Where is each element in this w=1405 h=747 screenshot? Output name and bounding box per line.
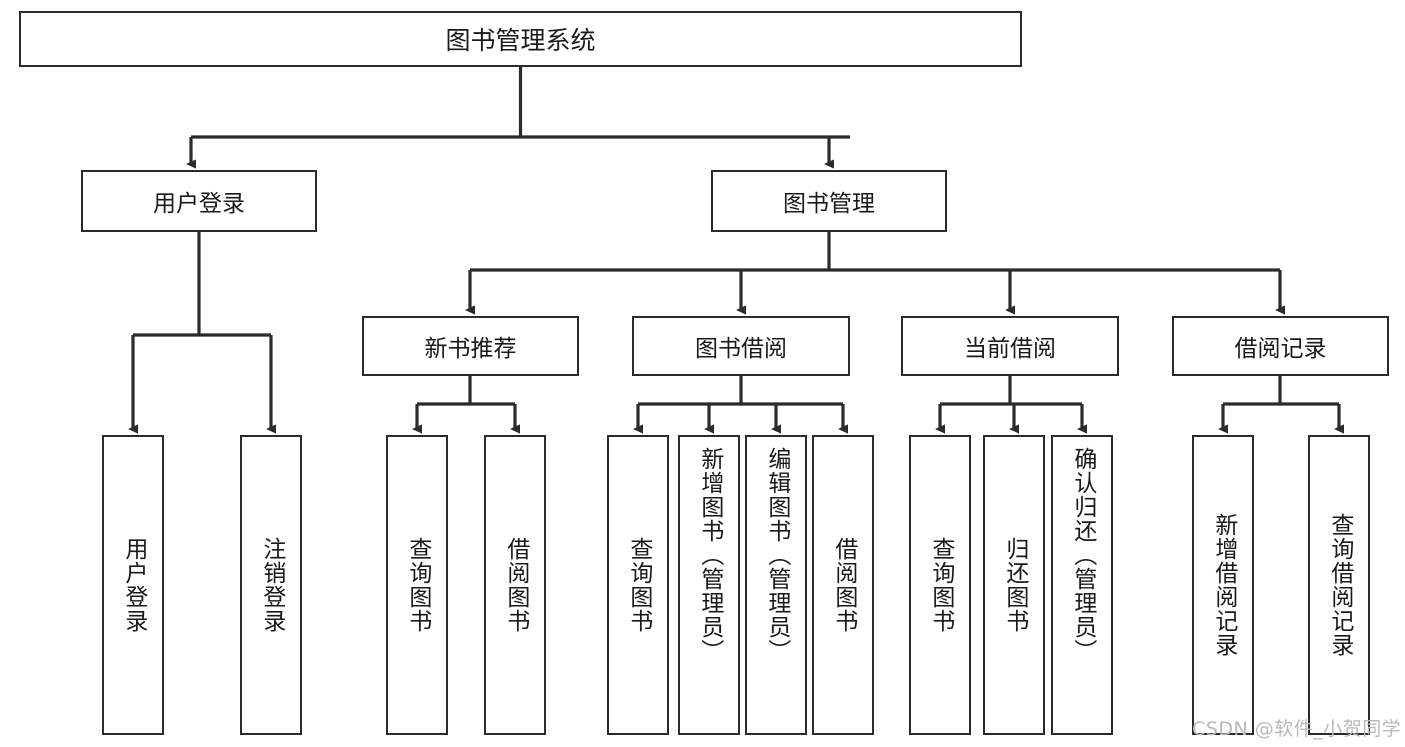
- node-new-book-recommendation[interactable]: 新书推荐: [362, 316, 579, 376]
- node-leaf-query-borrow-record[interactable]: 查询借阅记录: [1308, 435, 1370, 735]
- node-leaf-borrow-book-2[interactable]: 借阅图书: [812, 435, 874, 735]
- node-leaf-return-book[interactable]: 归还图书: [983, 435, 1045, 735]
- node-leaf-query-book-2[interactable]: 查询图书: [607, 435, 669, 735]
- node-label: 新增借阅记录: [1210, 513, 1237, 657]
- node-label: 确认归还（管理员）: [1069, 447, 1096, 663]
- node-label: 查询图书: [625, 537, 652, 633]
- node-leaf-add-borrow-record[interactable]: 新增借阅记录: [1192, 435, 1254, 735]
- node-label: 借阅记录: [1234, 336, 1327, 362]
- node-leaf-query-book-3[interactable]: 查询图书: [909, 435, 971, 735]
- node-label: 新增图书（管理员）: [696, 447, 723, 663]
- node-label: 新书推荐: [424, 336, 517, 362]
- node-label: 借阅图书: [502, 537, 529, 633]
- node-leaf-edit-book-admin[interactable]: 编辑图书（管理员）: [745, 435, 807, 735]
- node-user-login[interactable]: 用户登录: [81, 170, 317, 232]
- node-leaf-confirm-return-admin[interactable]: 确认归还（管理员）: [1051, 435, 1113, 735]
- node-root-book-management-system[interactable]: 图书管理系统: [19, 11, 1022, 67]
- node-label: 查询图书: [404, 537, 431, 633]
- node-label: 借阅图书: [830, 537, 857, 633]
- node-label: 图书管理: [783, 191, 875, 217]
- node-book-management[interactable]: 图书管理: [711, 170, 947, 232]
- watermark: CSDN @软件_小贺同学: [1192, 718, 1402, 740]
- node-leaf-add-book-admin[interactable]: 新增图书（管理员）: [678, 435, 740, 735]
- node-label: 图书借阅: [695, 336, 787, 362]
- node-label: 当前借阅: [964, 336, 1056, 362]
- node-label: 注销登录: [258, 537, 285, 633]
- node-leaf-borrow-book-1[interactable]: 借阅图书: [484, 435, 546, 735]
- node-label: 查询借阅记录: [1326, 513, 1353, 657]
- node-label: 用户登录: [153, 191, 245, 217]
- node-label: 归还图书: [1001, 537, 1028, 633]
- node-label: 查询图书: [927, 537, 954, 633]
- node-label: 图书管理系统: [445, 26, 596, 55]
- node-leaf-logout-login[interactable]: 注销登录: [240, 435, 302, 735]
- node-leaf-query-book-1[interactable]: 查询图书: [386, 435, 448, 735]
- node-label: 用户登录: [120, 537, 147, 633]
- node-leaf-user-login[interactable]: 用户登录: [102, 435, 164, 735]
- node-borrowing-record[interactable]: 借阅记录: [1172, 316, 1389, 376]
- node-label: 编辑图书（管理员）: [763, 447, 790, 663]
- node-book-borrowing[interactable]: 图书借阅: [632, 316, 850, 376]
- node-current-borrowing[interactable]: 当前借阅: [901, 316, 1119, 376]
